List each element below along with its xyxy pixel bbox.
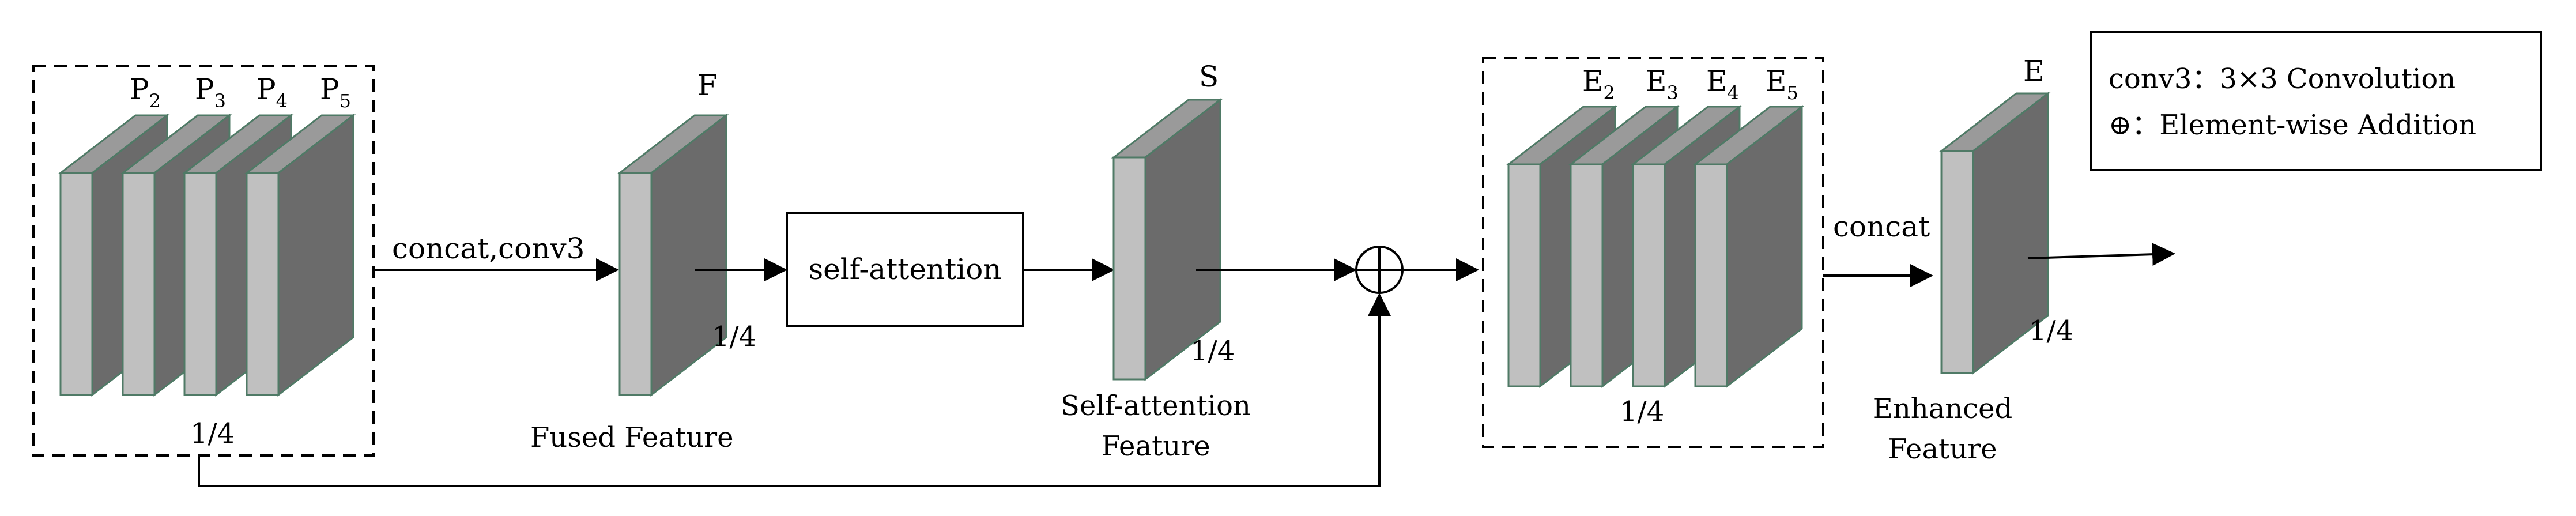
self-attention-box	[786, 212, 1024, 327]
enhanced-feature-slab	[1938, 91, 2051, 375]
legend-line-2: ⊕：Element-wise Addition	[2109, 109, 2476, 141]
concat-label: concat	[1833, 210, 1930, 243]
concat-conv3-label: concat,conv3	[392, 232, 584, 265]
enhanced-letter: E	[2023, 54, 2045, 88]
self-attention-caption-2: Feature	[1101, 430, 1210, 462]
fused-letter: F	[697, 69, 718, 102]
enhanced-caption-2: Feature	[1888, 433, 1997, 465]
enhanced-label-e3: E3	[1646, 65, 1679, 104]
pyramid-feature-slabs	[58, 113, 356, 397]
slab-front	[1570, 163, 1604, 387]
self-attention-caption-1: Self-attention	[1061, 390, 1251, 422]
element-wise-add-icon	[1355, 246, 1404, 294]
pyramid-label-p2: P2	[130, 73, 161, 112]
slab-front	[1632, 163, 1666, 387]
fused-scale: 1/4	[712, 321, 756, 353]
fused-caption: Fused Feature	[530, 421, 734, 454]
slab-front	[122, 172, 156, 396]
slab-front	[618, 172, 653, 396]
self-attention-feature-slab	[1111, 97, 1223, 382]
slab-front	[1694, 163, 1728, 387]
fused-feature-slab	[617, 113, 729, 397]
slab-front	[1112, 156, 1146, 381]
slab-front	[1507, 163, 1541, 387]
enhanced-group-scale: 1/4	[1620, 396, 1664, 428]
skip-connection-line	[198, 293, 1391, 487]
slab-front	[1940, 150, 1974, 374]
pyramid-group-box	[32, 65, 375, 457]
pyramid-label-p3: P3	[195, 73, 226, 112]
pyramid-label-p4: P4	[257, 73, 288, 112]
legend-line-1: conv3：3×3 Convolution	[2109, 63, 2456, 95]
output-arrow	[2027, 243, 2175, 266]
slab-front	[183, 172, 217, 396]
legend-box	[2090, 31, 2542, 171]
enhanced-label-e2: E2	[1582, 65, 1615, 104]
slab-front	[59, 172, 93, 396]
pyramid-scale: 1/4	[190, 417, 235, 450]
self-attention-letter: S	[1199, 60, 1219, 93]
self-attention-label: self-attention	[808, 253, 1001, 286]
enhanced-scale: 1/4	[2029, 315, 2073, 347]
self-attention-scale: 1/4	[1190, 335, 1235, 367]
enhanced-caption-1: Enhanced	[1873, 393, 2012, 425]
enhanced-label-e5: E5	[1766, 65, 1798, 104]
enhanced-feature-slabs	[1506, 104, 1805, 389]
enhanced-label-e4: E4	[1706, 65, 1739, 104]
enhanced-group-box	[1482, 57, 1824, 448]
slab-front	[246, 172, 280, 396]
pyramid-label-p5: P5	[320, 73, 351, 112]
